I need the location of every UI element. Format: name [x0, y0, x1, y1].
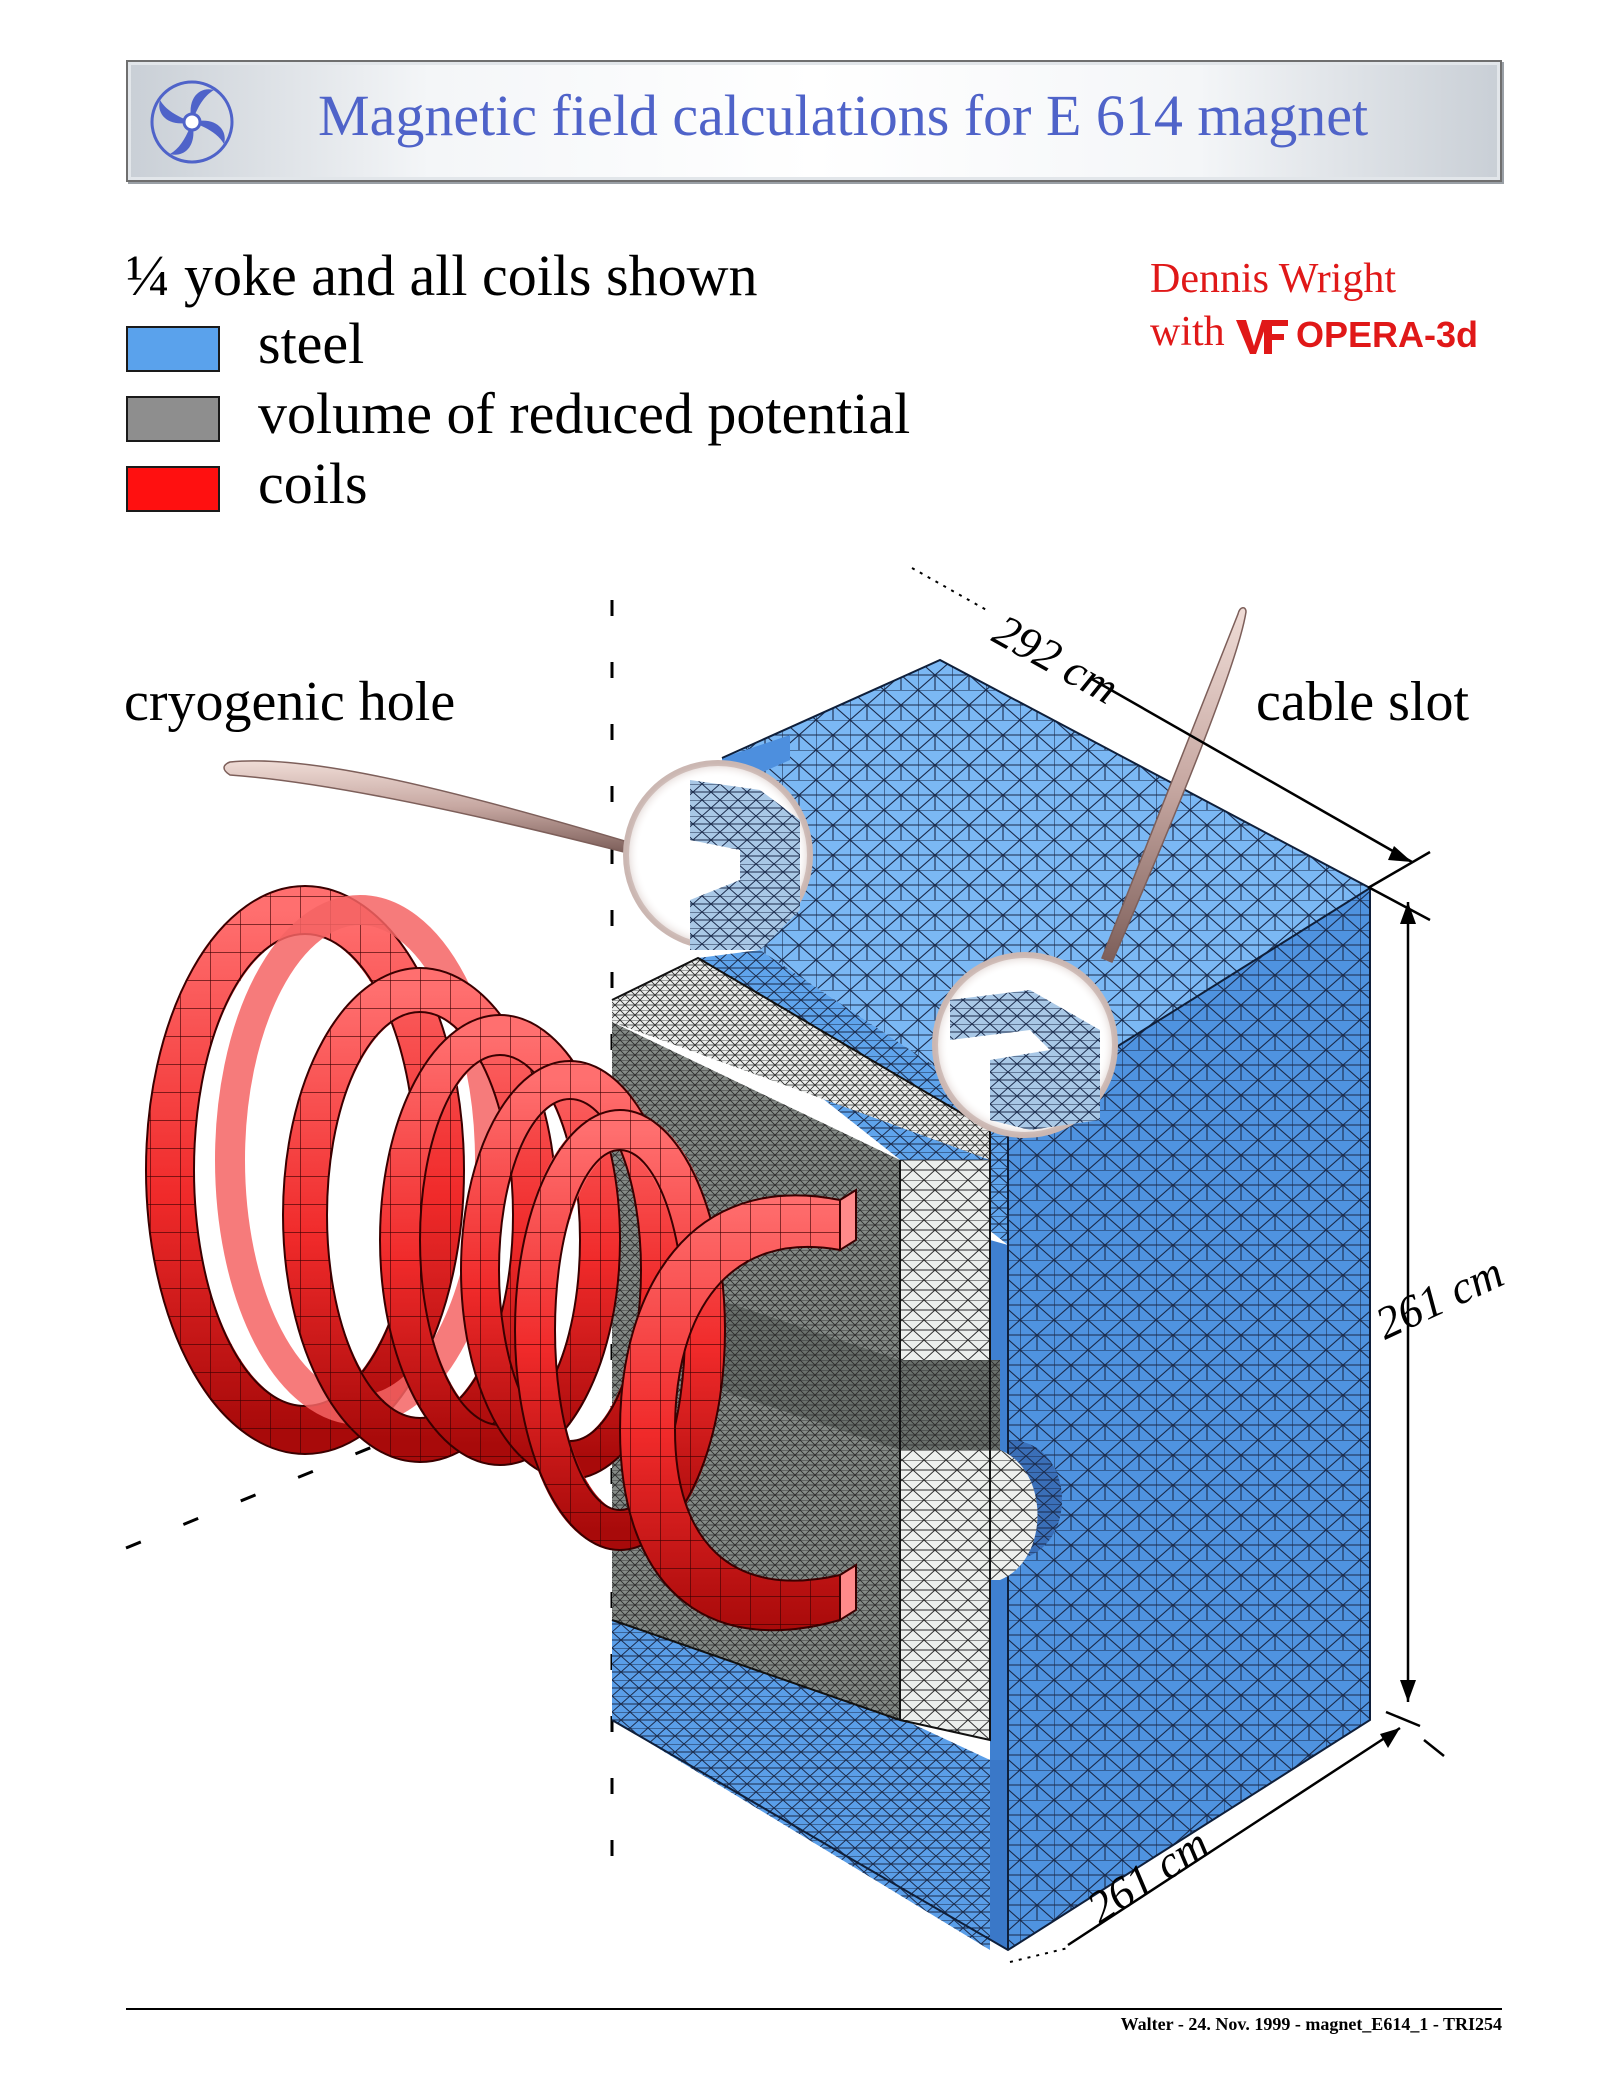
- legend-swatch-reduced-potential: [126, 396, 220, 442]
- coil-5: [514, 1109, 726, 1551]
- footer-text: Walter - 24. Nov. 1999 - magnet_E614_1 -…: [1120, 2014, 1502, 2034]
- title-bar: Magnetic field calculations for E 614 ma…: [126, 60, 1502, 182]
- legend-label-steel: steel: [258, 311, 365, 376]
- page-title: Magnetic field calculations for E 614 ma…: [318, 83, 1369, 148]
- credit-author: Dennis Wright: [1150, 256, 1397, 302]
- dimension-height-label: 261 cm: [1368, 1246, 1511, 1349]
- cryogenic-hole-zoom-detail: [690, 780, 800, 950]
- cable-slot-pointer: [932, 607, 1247, 1138]
- triumf-swirl-logo-icon: [150, 80, 234, 164]
- footer-rule: [126, 2008, 1502, 2010]
- legend-swatch-coils: [126, 466, 220, 512]
- coil-3: [379, 1014, 621, 1466]
- callout-cable-slot: cable slot: [1256, 671, 1470, 733]
- cable-slot-zoom-detail: [950, 990, 1100, 1130]
- coils: [145, 885, 857, 1632]
- cryogenic-hole-pointer: [223, 760, 813, 950]
- credit-software: OPERA-3d: [1296, 314, 1479, 355]
- dimension-height: 261 cm: [1368, 886, 1511, 1728]
- legend-label-coils: coils: [258, 451, 368, 516]
- callout-cryogenic-hole: cryogenic hole: [124, 671, 456, 733]
- vector-fields-logo-icon: [1236, 320, 1288, 354]
- credit-with-label: with: [1150, 309, 1225, 355]
- legend-swatch-steel: [126, 326, 220, 372]
- coil-front-half: [618, 1188, 857, 1632]
- legend-heading: ¼ yoke and all coils shown: [126, 243, 758, 308]
- legend-label-reduced-potential: volume of reduced potential: [258, 381, 911, 446]
